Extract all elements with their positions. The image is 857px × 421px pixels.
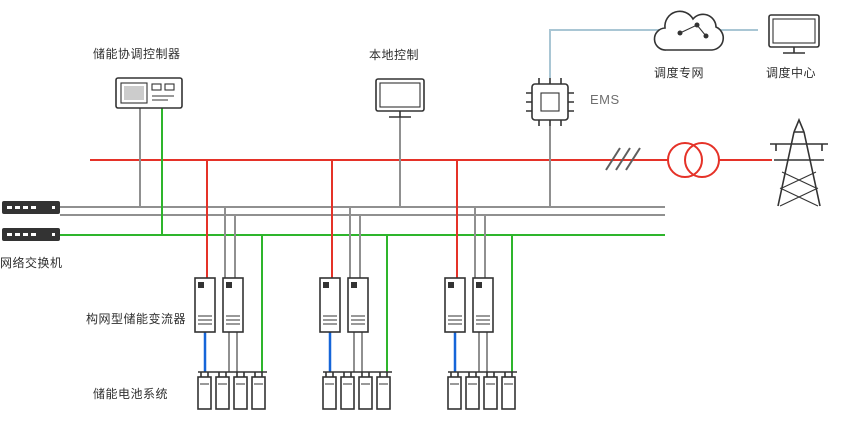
label-network-switch: 网络交换机 xyxy=(0,256,63,270)
label-dispatch-center: 调度中心 xyxy=(766,66,817,80)
coordinator-links xyxy=(139,108,163,235)
label-converter: 构网型储能变流器 xyxy=(86,312,187,326)
storage-string-1 xyxy=(193,158,269,411)
storage-string-3 xyxy=(443,158,519,411)
label-ems: EMS xyxy=(590,92,620,107)
ems-links xyxy=(549,29,758,207)
transformer-icon xyxy=(667,142,720,178)
label-battery: 储能电池系统 xyxy=(93,387,169,401)
local-control-monitor-icon xyxy=(375,78,425,118)
dispatch-center-monitor-icon xyxy=(768,14,820,54)
network-switch-icon-1 xyxy=(2,201,60,214)
storage-string-2 xyxy=(318,158,394,411)
dispatch-network-cloud-icon xyxy=(653,10,725,51)
comm-bus-gray xyxy=(60,206,665,216)
coordinator-controller-icon xyxy=(115,77,183,109)
label-dispatch-network: 调度专网 xyxy=(654,66,705,80)
network-switch-icon-2 xyxy=(2,228,60,241)
line-break-slash-icon xyxy=(605,147,641,171)
ems-chip-icon xyxy=(526,78,574,126)
label-local-control: 本地控制 xyxy=(369,48,420,62)
grid-tower-icon xyxy=(770,117,828,207)
label-coordinator: 储能协调控制器 xyxy=(93,47,181,61)
